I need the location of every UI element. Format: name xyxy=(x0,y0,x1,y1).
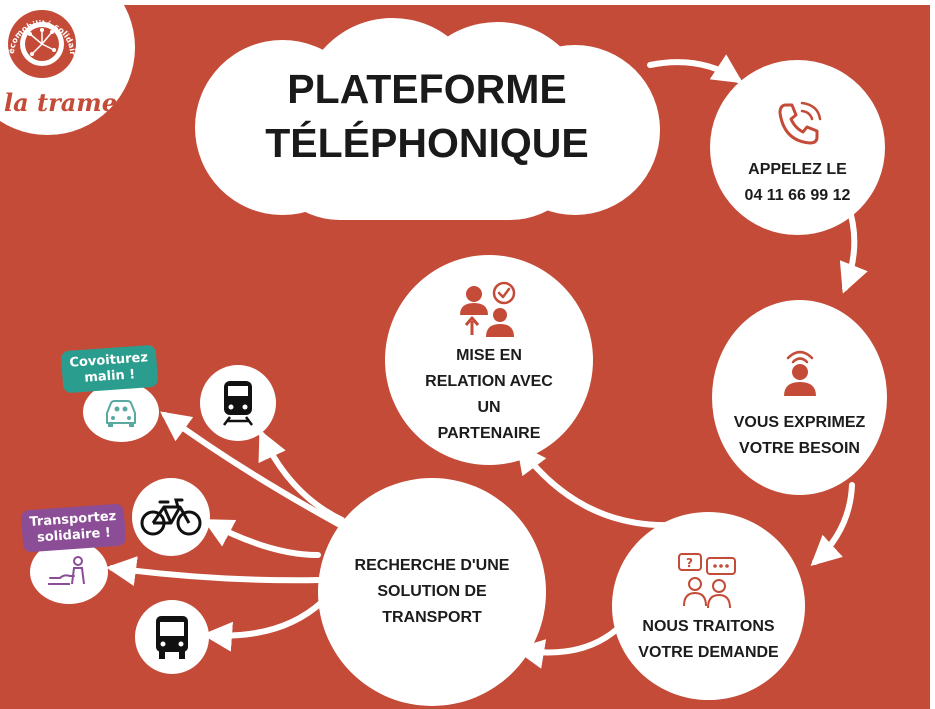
top-border xyxy=(0,0,935,5)
title-line-1: PLATEFORME xyxy=(287,66,567,112)
arrow-search-to-solidarity xyxy=(106,556,323,586)
arrow-process-to-search xyxy=(514,627,619,669)
carpool-option xyxy=(83,382,159,442)
person-speaking-icon xyxy=(783,350,816,396)
arrow-title-to-call xyxy=(647,54,744,84)
step-process-request-label: NOUS TRAITONS VOTRE DEMANDE xyxy=(638,618,779,661)
logo-tagline: écomobilité solidaire xyxy=(2,2,77,55)
discussion-icon: ? xyxy=(677,553,736,609)
step-process-request: ? NOUS TRAITONS VOTRE DEMANDE xyxy=(612,512,805,700)
arrow-search-to-train xyxy=(258,429,345,523)
train-option xyxy=(200,365,276,441)
carpool-badge: Covoiturez malin ! xyxy=(60,344,158,394)
logo-brand-name: la trame xyxy=(4,88,117,117)
title-line-2: TÉLÉPHONIQUE xyxy=(265,120,589,166)
solidarity-badge: Transportez solidaire ! xyxy=(20,503,127,553)
right-border xyxy=(930,0,935,709)
step-partner-matching: MISE EN RELATION AVEC UN PARTENAIRE xyxy=(385,255,593,465)
arrow-search-to-bus xyxy=(202,599,325,652)
bus-icon xyxy=(156,616,188,659)
arrow-express-to-process xyxy=(810,482,855,567)
phone-icon xyxy=(778,101,821,144)
svg-text:?: ? xyxy=(686,556,693,570)
step-search-transport: RECHERCHE D'UNE SOLUTION DE TRANSPORT xyxy=(318,478,546,706)
bicycle-icon xyxy=(140,498,202,536)
bus-option xyxy=(135,600,209,674)
step-express-need-label: VOUS EXPRIMEZ VOTRE BESOIN xyxy=(733,413,866,457)
page-title: PLATEFORME TÉLÉPHONIQUE xyxy=(192,62,662,170)
solidarity-transport-icon xyxy=(48,556,85,585)
train-icon xyxy=(223,381,253,426)
svg-text:écomobilité solidaire: écomobilité solidaire xyxy=(2,2,77,55)
arrow-search-to-bicycle xyxy=(202,519,321,558)
step-call-label: APPELEZ LE 04 11 66 99 12 xyxy=(744,160,851,204)
step-call: APPELEZ LE 04 11 66 99 12 xyxy=(710,60,885,235)
arrow-search-to-carpool xyxy=(160,411,343,528)
logo-ring-text: écomobilité solidaire xyxy=(2,2,77,55)
partners-icon xyxy=(460,281,516,337)
logo-emblem-icon xyxy=(8,10,76,78)
step-express-need: VOUS EXPRIMEZ VOTRE BESOIN xyxy=(712,300,887,495)
step-search-transport-label: RECHERCHE D'UNE SOLUTION DE TRANSPORT xyxy=(354,557,510,626)
carpool-icon xyxy=(106,400,136,427)
arrow-process-to-partner xyxy=(516,443,675,529)
bicycle-option xyxy=(132,478,210,556)
step-partner-matching-label: MISE EN RELATION AVEC UN PARTENAIRE xyxy=(425,347,553,442)
